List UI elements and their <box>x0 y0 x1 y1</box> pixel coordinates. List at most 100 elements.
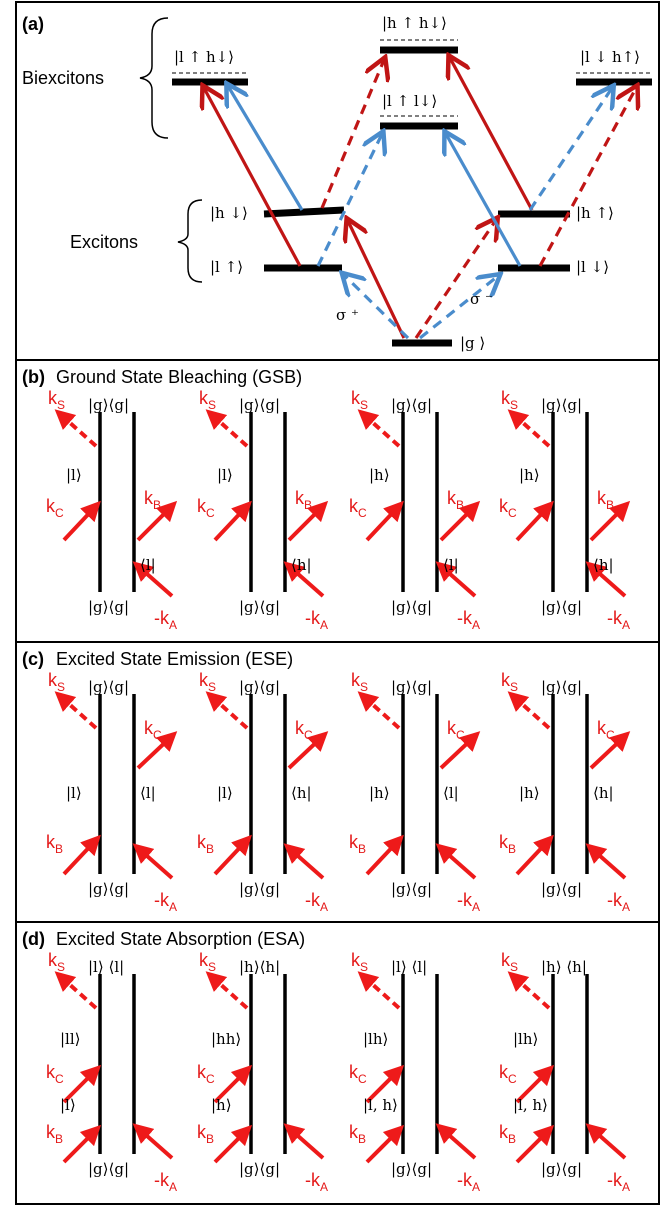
ka-arrow <box>435 561 477 598</box>
kb-label: kB <box>349 832 366 856</box>
ka-arrow <box>585 561 627 598</box>
energy-level-diagram: (a) Biexcitons Excitons <box>22 14 652 352</box>
kc-arrow <box>287 731 329 770</box>
panel-a-label: (a) <box>22 14 44 34</box>
top-state-label: |g⟩⟨g| <box>541 678 582 696</box>
panel-d-frame <box>15 921 660 1205</box>
bottom-state-label: |g⟩⟨g| <box>88 598 129 616</box>
ka-arrow <box>585 1123 627 1160</box>
kb-arrow <box>62 834 101 876</box>
ka-label: -kA <box>305 1170 328 1194</box>
label-sigma-plus: σ ⁺ <box>336 306 359 324</box>
top-state-label: |g⟩⟨g| <box>391 678 432 696</box>
mid-state-label: |lh⟩ <box>513 1030 538 1048</box>
kc-label: kC <box>349 496 367 520</box>
signal-arrow <box>54 691 98 730</box>
top-state-label: |h⟩ ⟨h| <box>541 958 587 976</box>
signal-arrow <box>357 409 401 448</box>
label-exc-hd: |h ↓⟩ <box>210 204 248 222</box>
bra-state-label: ⟨h| <box>291 556 312 574</box>
transition-red-ld-bx <box>538 88 636 267</box>
ka-arrow <box>132 561 174 598</box>
kc-label: kC <box>144 718 162 742</box>
ks-label: kS <box>48 388 65 412</box>
biexcitons-bracket <box>139 17 169 139</box>
transition-blue-hu-bx <box>528 88 612 211</box>
kc-label: kC <box>197 1062 215 1086</box>
bottom-state-label: |g⟩⟨g| <box>239 880 280 898</box>
ks-label: kS <box>48 950 65 974</box>
kb-arrow <box>365 1124 405 1164</box>
ks-label: kS <box>351 950 368 974</box>
ks-label: kS <box>351 388 368 412</box>
ket-state-label: |l⟩ <box>217 466 233 484</box>
kb-label: kB <box>197 1122 214 1146</box>
kb-arrow <box>213 1124 253 1164</box>
kb-arrow <box>589 500 631 542</box>
kb-label: kB <box>197 832 214 856</box>
ka-arrow <box>435 1123 477 1160</box>
ka-arrow <box>283 561 325 598</box>
bra-state-label: ⟨l| <box>140 784 156 802</box>
label-exc-ld: |l ↓⟩ <box>576 258 609 276</box>
label-sigma-minus: σ ⁻ <box>470 290 493 308</box>
kb-arrow <box>515 834 554 876</box>
low-state-label: |l, h⟩ <box>513 1096 548 1114</box>
panel-b-label: (b) <box>22 367 45 387</box>
kc-arrow <box>365 1064 405 1104</box>
kb-arrow <box>62 1124 102 1164</box>
kb-label: kB <box>447 488 464 512</box>
ks-label: kS <box>501 950 518 974</box>
signal-arrow <box>205 409 249 448</box>
mid-state-label: |lh⟩ <box>363 1030 388 1048</box>
kc-arrow <box>136 731 178 770</box>
kc-arrow <box>213 500 252 542</box>
label-ground: |g ⟩ <box>460 334 485 352</box>
kb-arrow <box>136 500 178 542</box>
level-exc-hd <box>263 206 345 218</box>
feynman-diagrams: |g⟩⟨g| |g⟩⟨g| kS -kA kC kB |l⟩ ⟨l| |g⟩⟨g| |g⟩⟨g| k… <box>46 388 631 1194</box>
bra-state-label: ⟨l| <box>443 556 459 574</box>
transition-red-g-hu <box>414 220 496 339</box>
bottom-state-label: |g⟩⟨g| <box>541 880 582 898</box>
kb-label: kB <box>597 488 614 512</box>
low-state-label: |h⟩ <box>211 1096 232 1114</box>
kb-arrow <box>287 500 329 542</box>
transition-red-lu-bx <box>204 88 302 267</box>
bra-state-label: ⟨h| <box>593 784 614 802</box>
kc-label: kC <box>447 718 465 742</box>
top-state-label: |h⟩⟨h| <box>239 958 280 976</box>
top-state-label: |l⟩ ⟨l| <box>391 958 427 976</box>
kb-label: kB <box>499 1122 516 1146</box>
ka-label: -kA <box>607 608 630 632</box>
top-state-label: |g⟩⟨g| <box>239 396 280 414</box>
mid-state-label: |ll⟩ <box>60 1030 81 1048</box>
transition-blue-hd-bx <box>228 86 304 211</box>
panel-d-title: Excited State Absorption (ESA) <box>56 929 305 949</box>
ka-arrow <box>283 1123 325 1160</box>
transition-blue-ld-bxll <box>446 134 522 267</box>
ks-label: kS <box>351 670 368 694</box>
ket-state-label: |l⟩ <box>217 784 233 802</box>
panel-d-label: (d) <box>22 929 45 949</box>
bra-state-label: ⟨h| <box>291 784 312 802</box>
bottom-state-label: |g⟩⟨g| <box>88 880 129 898</box>
transition-blue-g-lu <box>344 275 410 340</box>
ket-state-label: |h⟩ <box>369 466 390 484</box>
ka-arrow <box>132 1123 174 1160</box>
ka-arrow <box>585 843 627 880</box>
bra-state-label: ⟨l| <box>443 784 459 802</box>
top-state-label: |l⟩ ⟨l| <box>88 958 124 976</box>
ka-label: -kA <box>154 1170 177 1194</box>
kc-arrow <box>589 731 631 770</box>
kc-label: kC <box>46 496 64 520</box>
kc-label: kC <box>499 496 517 520</box>
ks-label: kS <box>501 670 518 694</box>
